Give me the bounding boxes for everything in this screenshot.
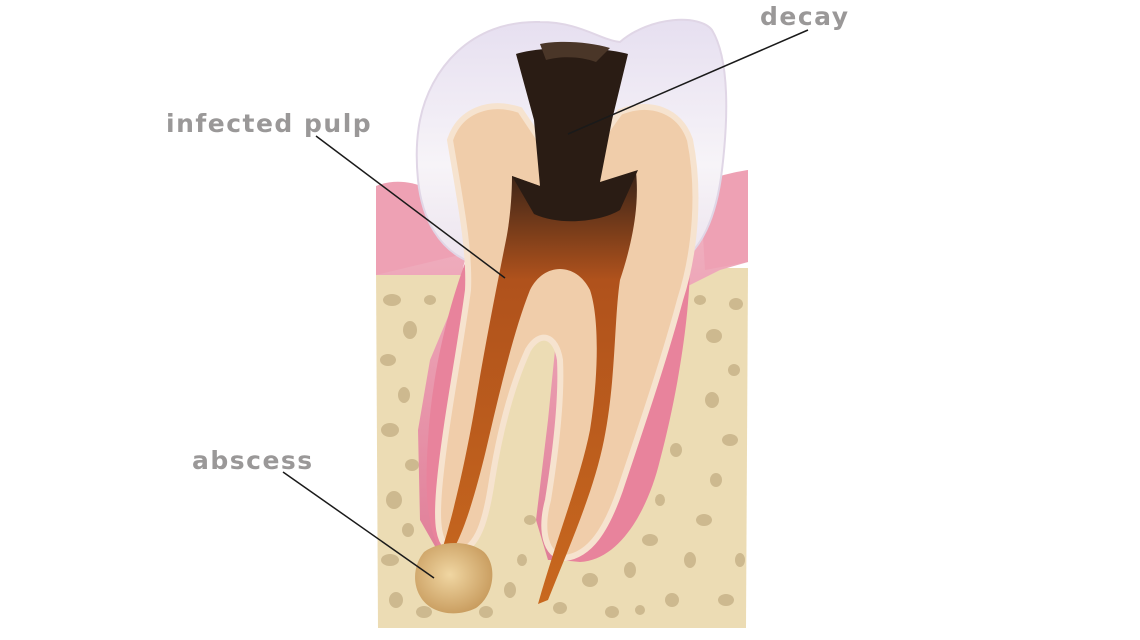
- decay: [512, 48, 638, 222]
- abscess-leader-line: [282, 471, 435, 579]
- decay-label: decay: [760, 2, 850, 31]
- decay-leader-line: [567, 29, 809, 135]
- infected-pulp-leader-line: [315, 135, 506, 279]
- infected-pulp-label: infected pulp: [166, 109, 373, 138]
- infected-pulp: [440, 172, 637, 604]
- abscess-label: abscess: [192, 446, 314, 475]
- abscess: [415, 543, 493, 614]
